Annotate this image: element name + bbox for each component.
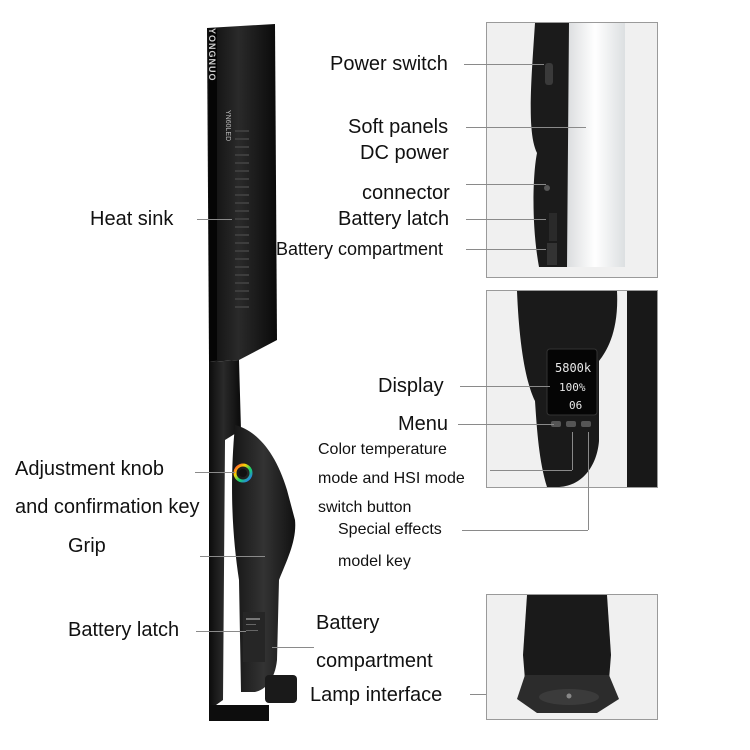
display-leader xyxy=(460,386,550,387)
adjustment-knob-leader xyxy=(195,472,235,473)
grip-label: Grip xyxy=(68,535,106,557)
display-detail-panel: 5800k 100% 06 xyxy=(486,290,658,488)
battery-latch-top-leader xyxy=(466,219,546,220)
soft-panels-leader xyxy=(466,127,586,128)
power-switch-label: Power switch xyxy=(330,53,448,75)
light-wand-illustration: YONGNUO YN60LED xyxy=(195,20,315,735)
battery-compartment-top-leader xyxy=(466,249,546,250)
lamp-interface-label: Lamp interface xyxy=(310,684,443,706)
battery-compartment-top-label: Battery compartment xyxy=(276,239,444,259)
color-temp-leader-v xyxy=(572,432,573,470)
dc-power-label-1: DC power xyxy=(360,142,449,164)
battery-compartment-main-label-2: compartment xyxy=(316,650,433,672)
top-detail-panel xyxy=(486,22,658,278)
dc-power-leader xyxy=(466,184,546,185)
color-temp-label-1: Color temperature xyxy=(318,441,447,458)
color-temp-label-2: mode and HSI mode xyxy=(318,470,465,487)
display-effect-readout: 06 xyxy=(569,399,583,412)
dc-power-label-2: connector xyxy=(362,182,450,204)
battery-compartment-main-leader xyxy=(272,647,314,648)
confirmation-key-label: and confirmation key xyxy=(15,496,200,518)
soft-panels-label: Soft panels xyxy=(348,116,449,138)
battery-latch-top-label: Battery latch xyxy=(338,208,450,230)
color-temp-label-3: switch button xyxy=(318,499,412,516)
grip-leader xyxy=(200,556,265,557)
battery-latch-main-label: Battery latch xyxy=(68,619,180,641)
menu-label: Menu xyxy=(398,413,449,435)
heat-sink-label: Heat sink xyxy=(90,208,174,230)
menu-leader xyxy=(458,424,554,425)
special-effects-leader-v xyxy=(588,432,589,530)
special-effects-label-2: model key xyxy=(338,553,411,570)
display-brightness-readout: 100% xyxy=(559,381,586,394)
display-cct-readout: 5800k xyxy=(555,361,592,375)
brand-vertical-text: YONGNUO xyxy=(207,28,217,82)
special-effects-leader-h xyxy=(462,530,588,531)
lamp-interface-detail-panel xyxy=(486,594,658,720)
power-switch-leader xyxy=(464,64,544,65)
display-label: Display xyxy=(378,375,444,397)
model-vertical-text: YN60LED xyxy=(224,110,231,142)
battery-compartment-main-label-1: Battery xyxy=(316,612,380,634)
heat-sink-leader xyxy=(197,219,232,220)
color-temp-leader-h xyxy=(490,470,572,471)
special-effects-label-1: Special effects xyxy=(338,521,442,538)
adjustment-knob-label: Adjustment knob xyxy=(15,458,164,480)
battery-latch-main-leader xyxy=(196,631,246,632)
